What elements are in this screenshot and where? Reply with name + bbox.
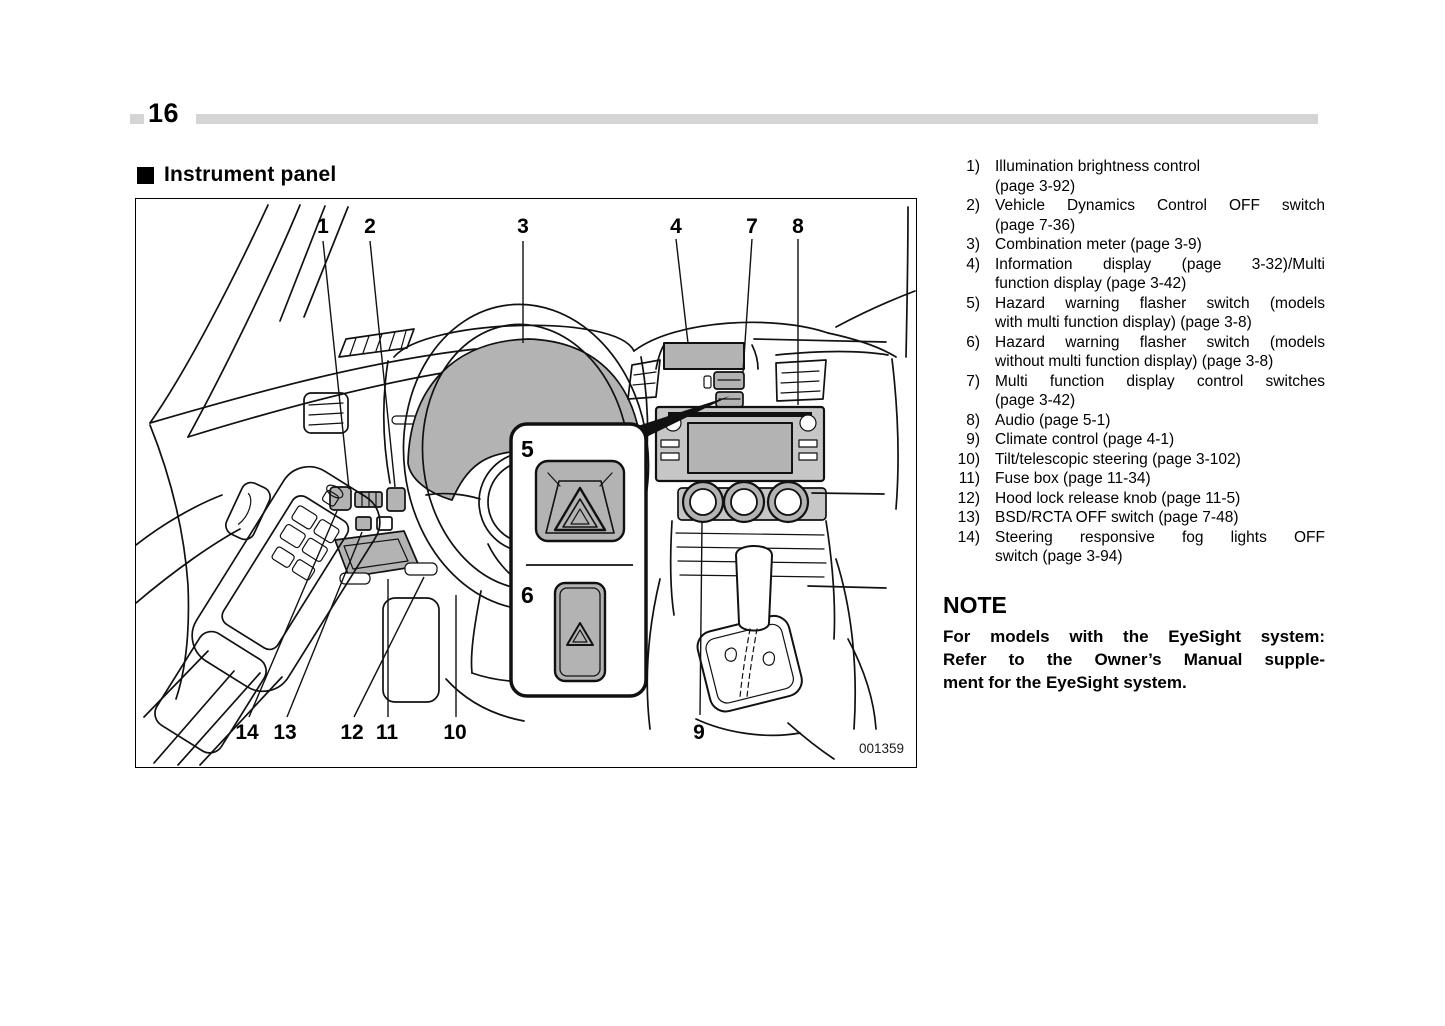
list-item: 13) BSD/RCTA OFF switch (page 7-48) xyxy=(943,508,1325,528)
item-text: Hood lock release knob (page 11-5) xyxy=(995,489,1241,507)
item-number: 13) xyxy=(957,509,980,526)
header-rule xyxy=(196,114,1318,124)
callout-number-1: 1 xyxy=(317,215,329,238)
list-item: 6) Hazard warning flasher switch (models… xyxy=(943,333,1325,372)
item-number: 8) xyxy=(966,411,980,429)
callout-number-3: 3 xyxy=(517,215,529,238)
item-text: BSD/RCTA OFF switch (page 7-48) xyxy=(995,509,1239,526)
callout-number-8: 8 xyxy=(792,215,804,238)
list-item: 14) Steering responsive fog lights OFF s… xyxy=(943,528,1325,567)
item-text: Hazard warning flasher switch (models wi… xyxy=(995,333,1325,371)
note-block: NOTE For models with the EyeSight system… xyxy=(943,592,1325,694)
parts-list: 1) Illumination brightness control (page… xyxy=(943,157,1325,567)
item-text: Steering responsive fog lights OFF switc… xyxy=(995,528,1325,566)
item-text: Tilt/telescopic steering (page 3-102) xyxy=(995,450,1241,468)
callout-number-7: 7 xyxy=(746,215,758,238)
callout-number-4: 4 xyxy=(670,215,682,238)
hazard-switch-with-mfd xyxy=(534,459,626,543)
list-item: 5) Hazard warning flasher switch (models… xyxy=(943,294,1325,333)
callout-number-12: 12 xyxy=(340,721,363,744)
item-text: Audio (page 5-1) xyxy=(995,411,1111,429)
figure-code: 001359 xyxy=(859,741,904,756)
callout-number-14: 14 xyxy=(235,721,259,744)
section-heading: Instrument panel xyxy=(137,163,336,187)
item-number: 1) xyxy=(966,158,980,175)
item-number: 6) xyxy=(966,333,980,351)
item-number: 11) xyxy=(958,470,980,487)
inset-label-5: 5 xyxy=(521,436,534,462)
inset-label-6: 6 xyxy=(521,582,534,608)
item-number: 9) xyxy=(966,431,980,448)
item-text: Fuse box (page 11-34) xyxy=(995,470,1151,487)
item-text: Hazard warning flasher switch (models wi… xyxy=(995,294,1325,332)
list-item: 2) Vehicle Dynamics Control OFF switch (… xyxy=(943,196,1325,235)
hazard-switch-without-mfd xyxy=(553,581,607,683)
list-item: 10) Tilt/telescopic steering (page 3-102… xyxy=(943,450,1325,470)
callout-number-10: 10 xyxy=(443,721,466,744)
item-number: 3) xyxy=(966,236,980,253)
note-body: For models with the EyeSight system: Ref… xyxy=(943,627,1325,692)
list-item: 12) Hood lock release knob (page 11-5) xyxy=(943,489,1325,509)
item-text: Vehicle Dynamics Control OFF switch (pag… xyxy=(995,197,1325,234)
list-item: 4) Information display (page 3-32)/Multi… xyxy=(943,255,1325,294)
list-item: 8) Audio (page 5-1) xyxy=(943,411,1325,431)
section-title: Instrument panel xyxy=(164,163,337,186)
list-item: 9) Climate control (page 4-1) xyxy=(943,430,1325,450)
page-header: 16 xyxy=(130,98,1318,130)
callout-number-9: 9 xyxy=(693,721,705,744)
list-item: 7) Multi function display control switch… xyxy=(943,372,1325,411)
item-number: 4) xyxy=(966,255,980,273)
list-item: 3) Combination meter (page 3-9) xyxy=(943,235,1325,255)
item-text: Information display (page 3-32)/Multi fu… xyxy=(995,255,1325,293)
item-text: Multi function display control switches … xyxy=(995,372,1325,410)
item-text: Climate control (page 4-1) xyxy=(995,431,1175,448)
item-number: 2) xyxy=(966,197,980,214)
inset-detail-box: 5 6 xyxy=(509,422,648,698)
list-item: 11) Fuse box (page 11-34) xyxy=(943,469,1325,489)
item-text: Illumination brightness control (page 3-… xyxy=(995,158,1201,195)
item-number: 14) xyxy=(957,528,980,546)
callout-number-2: 2 xyxy=(364,215,376,238)
page-number: 16 xyxy=(146,98,190,129)
instrument-panel-figure: 1 2 3 4 7 8 14 13 12 11 10 9 5 xyxy=(135,198,917,768)
item-text: Combination meter (page 3-9) xyxy=(995,236,1202,253)
note-heading: NOTE xyxy=(943,592,1007,618)
item-number: 7) xyxy=(966,372,980,390)
callout-number-11: 11 xyxy=(376,721,399,744)
item-number: 10) xyxy=(957,450,980,468)
item-number: 5) xyxy=(966,294,980,312)
header-rule-stub xyxy=(130,114,144,124)
item-number: 12) xyxy=(957,489,980,507)
list-item: 1) Illumination brightness control (page… xyxy=(943,157,1325,196)
instrument-panel-diagram: 1 2 3 4 7 8 14 13 12 11 10 9 5 xyxy=(136,204,916,766)
callout-number-13: 13 xyxy=(273,721,296,744)
section-marker-icon xyxy=(137,166,154,184)
